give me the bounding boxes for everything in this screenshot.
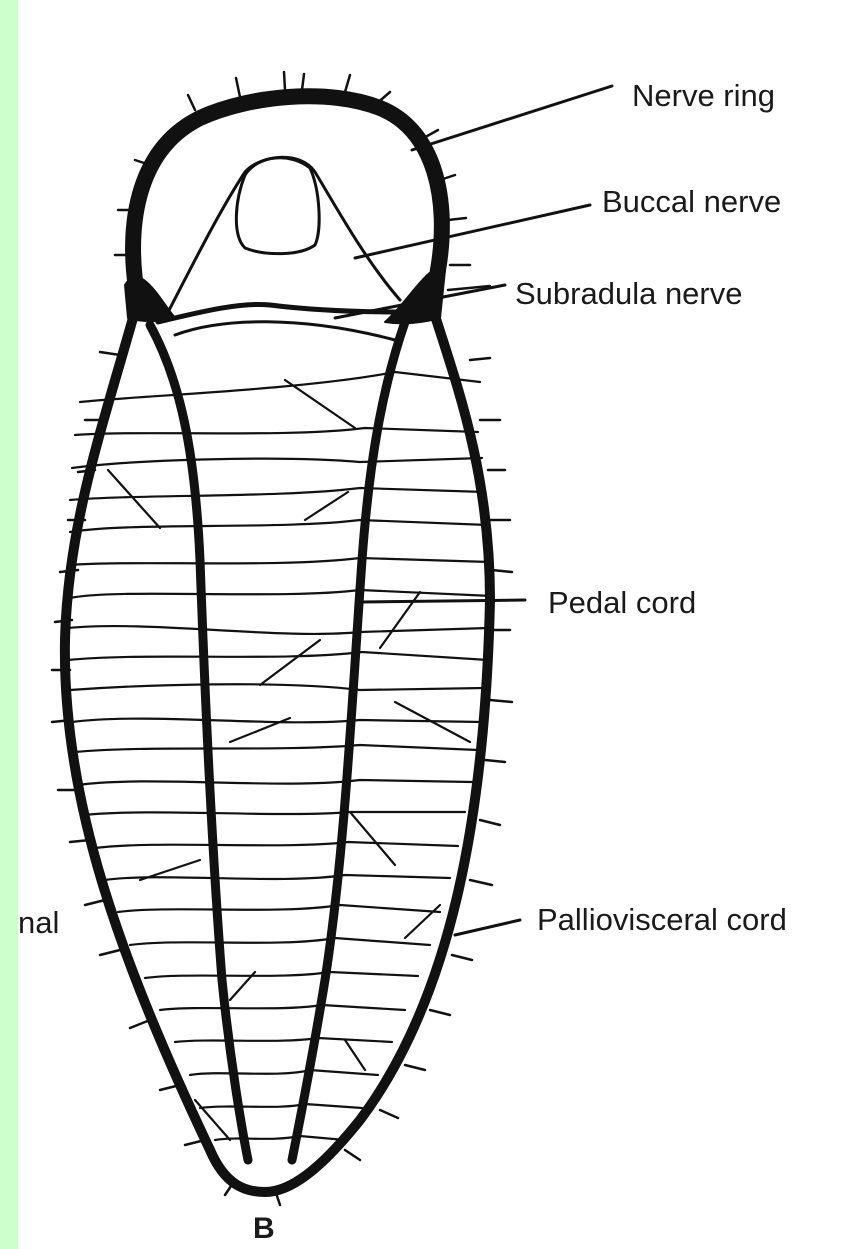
leader-palliovisceral-cord	[455, 920, 520, 935]
label-cropped-left: nal	[18, 907, 59, 938]
leader-pedal-cord	[362, 600, 525, 602]
leader-nerve-ring	[412, 86, 612, 150]
buccal-mass	[236, 158, 319, 254]
pedal-cord-left	[150, 325, 248, 1160]
label-subradula-nerve: Subradula nerve	[515, 278, 743, 309]
label-pedal-cord: Pedal cord	[548, 587, 696, 618]
pedal-cord-right	[292, 322, 405, 1160]
label-palliovisceral-cord: Palliovisceral cord	[537, 904, 787, 935]
cerebral-ganglion-right	[385, 268, 445, 323]
label-nerve-ring: Nerve ring	[632, 80, 775, 111]
nerve-ring	[133, 96, 442, 300]
leader-buccal-nerve	[355, 205, 590, 258]
diagram-figure: Nerve ring Buccal nerve Subradula nerve …	[18, 0, 860, 1249]
label-buccal-nerve: Buccal nerve	[602, 186, 781, 217]
buccal-loop	[165, 157, 400, 318]
figure-letter: B	[253, 1214, 275, 1244]
pedal-connectives	[68, 372, 492, 1140]
